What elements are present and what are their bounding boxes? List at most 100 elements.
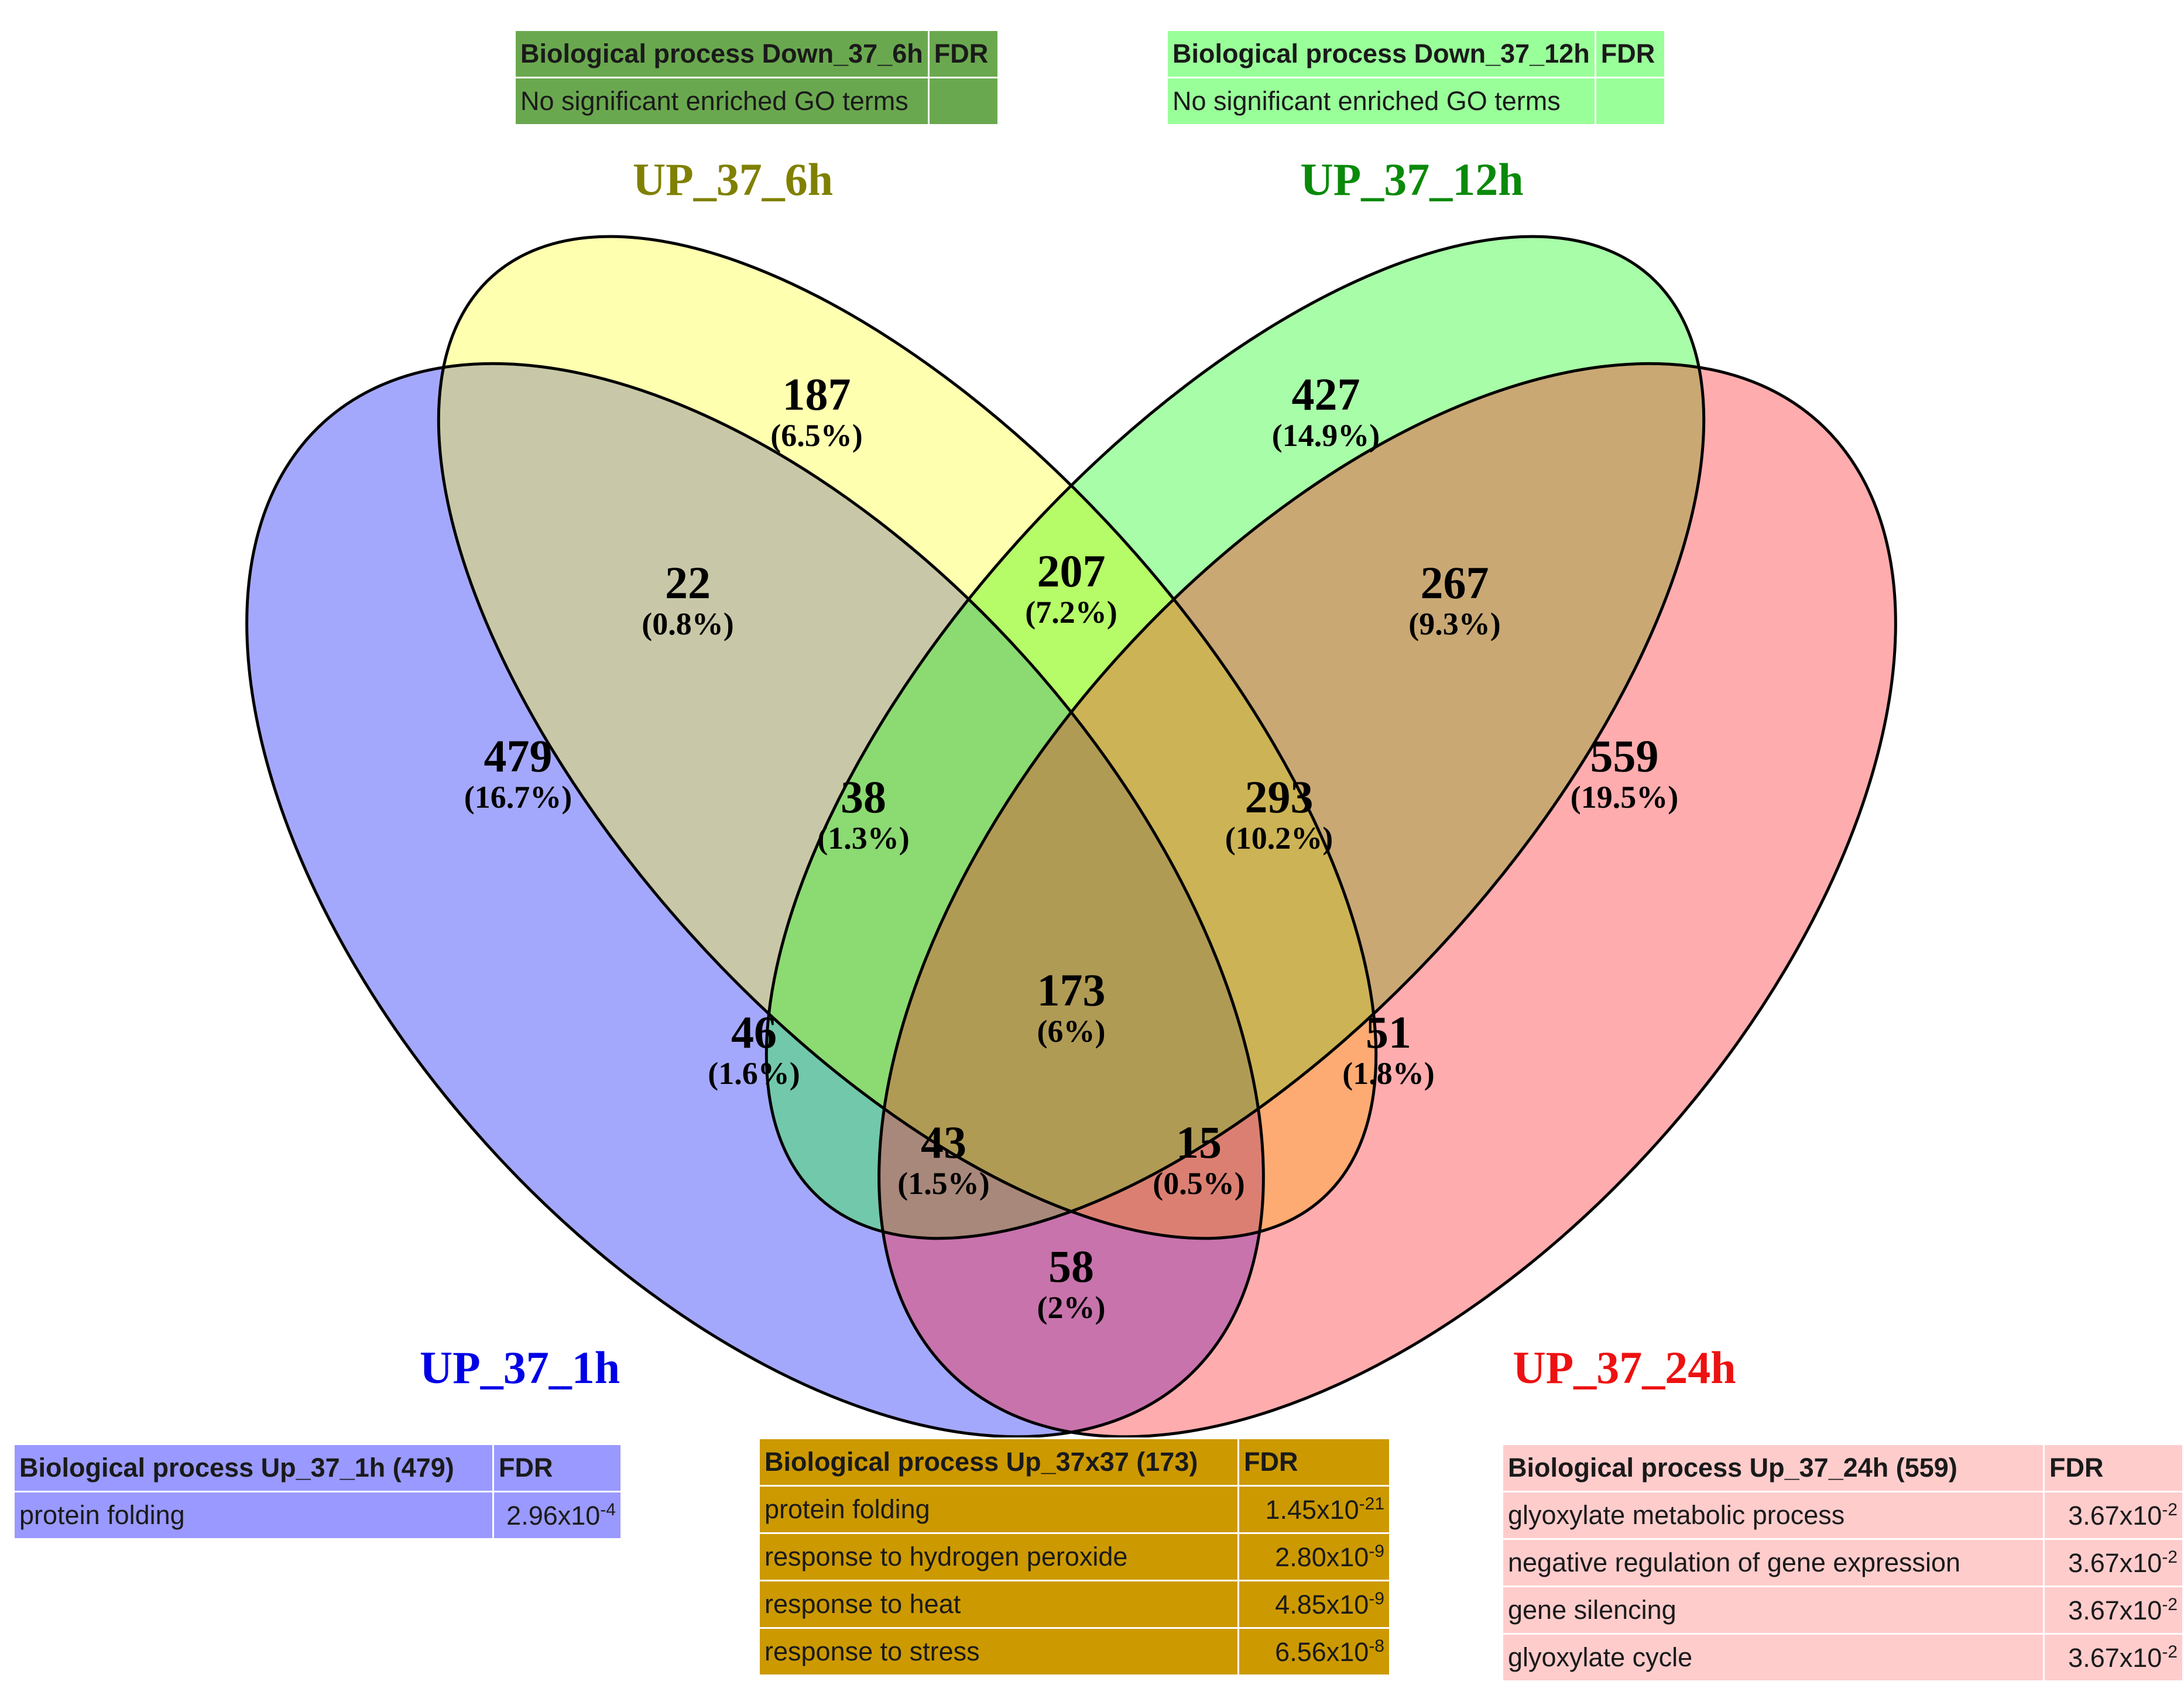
fdr-mantissa: 3.67x10 — [2068, 1547, 2162, 1578]
region-count-only-6h: 187 — [783, 369, 851, 420]
go-term: glyoxylate cycle — [1501, 1633, 2045, 1682]
fdr-value: 2.80x10-9 — [1237, 1532, 1391, 1581]
table-header-process: Biological process Up_37_1h (479) — [13, 1443, 494, 1492]
set-outlines — [245, 235, 1897, 1439]
table-header-row: Biological process Up_37_24h (559)FDR — [1501, 1443, 2184, 1492]
region-percent-1h-12h-24h: (1.5%) — [897, 1166, 989, 1201]
region-count-12h-24h: 267 — [1421, 557, 1489, 608]
go-term: No significant enriched GO terms — [1166, 77, 1596, 126]
go-term: glyoxylate metabolic process — [1501, 1491, 2045, 1540]
set-6h-outline — [437, 235, 1378, 1240]
go-term: protein folding — [758, 1485, 1239, 1534]
go-term: No significant enriched GO terms — [514, 77, 930, 126]
set-12h-outline — [764, 235, 1706, 1240]
fdr-mantissa: 3.67x10 — [2068, 1642, 2162, 1673]
table-header-fdr: FDR — [492, 1443, 622, 1492]
table-header-row: Biological process Up_37_1h (479)FDR — [13, 1443, 622, 1492]
region-percent-1h-6h-24h: (0.5%) — [1153, 1166, 1244, 1201]
region-percent-1h-24h: (2%) — [1037, 1290, 1106, 1325]
go-term: response to hydrogen peroxide — [758, 1532, 1239, 1581]
fdr-mantissa: 1.45x10 — [1265, 1494, 1359, 1525]
region-percent-1h-12h: (1.6%) — [708, 1056, 800, 1091]
region-count-6h-12h: 207 — [1037, 545, 1106, 596]
fdr-value: 2.96x10-4 — [492, 1491, 622, 1540]
table-header-process: Biological process Up_37_24h (559) — [1501, 1443, 2045, 1492]
region-percent-only-24h: (19.5%) — [1571, 780, 1678, 815]
region-count-1h-12h: 46 — [731, 1007, 777, 1058]
region-percent-6h-12h-24h: (10.2%) — [1225, 821, 1333, 856]
set-label-up-1h: UP_37_1h — [419, 1342, 620, 1393]
region-count-only-1h: 479 — [484, 730, 553, 781]
fdr-exponent: -4 — [600, 1499, 616, 1519]
table-row: No significant enriched GO terms — [1166, 77, 1666, 126]
fdr-exponent: -21 — [1359, 1494, 1384, 1514]
fdr-exponent: -9 — [1369, 1588, 1384, 1608]
fdr-mantissa: 3.67x10 — [2068, 1595, 2162, 1625]
fdr-value — [1594, 77, 1666, 126]
fdr-exponent: -2 — [2162, 1594, 2178, 1614]
fdr-mantissa: 4.85x10 — [1275, 1589, 1369, 1619]
region-percent-all-four: (6%) — [1037, 1014, 1106, 1049]
fdr-mantissa: 2.80x10 — [1275, 1542, 1369, 1572]
table-header-process: Biological process Down_37_12h — [1166, 29, 1596, 78]
fdr-exponent: -2 — [2162, 1547, 2178, 1567]
set-label-up-24h: UP_37_24h — [1513, 1342, 1736, 1393]
fdr-value: 3.67x10-2 — [2042, 1586, 2184, 1635]
fdr-exponent: -8 — [1369, 1636, 1384, 1656]
set-label-up-12h: UP_37_12h — [1300, 154, 1524, 205]
table-header-process: Biological process Up_37x37 (173) — [758, 1437, 1239, 1487]
region-percent-6h-1h: (0.8%) — [642, 606, 733, 641]
fdr-exponent: -2 — [2162, 1642, 2178, 1662]
set-label-up-6h: UP_37_6h — [632, 154, 834, 205]
go-term: gene silencing — [1501, 1586, 2045, 1635]
go-term: protein folding — [13, 1491, 494, 1540]
region-percent-only-1h: (16.7%) — [464, 780, 572, 815]
table-header-process: Biological process Down_37_6h — [514, 29, 930, 78]
fdr-value: 4.85x10-9 — [1237, 1580, 1391, 1629]
set-1h-outline — [245, 362, 1265, 1439]
fdr-value — [927, 77, 999, 126]
set-24h-outline — [877, 362, 1897, 1439]
region-percent-only-6h: (6.5%) — [770, 418, 862, 453]
region-count-all-four: 173 — [1037, 965, 1106, 1015]
region-percent-only-12h: (14.9%) — [1272, 418, 1380, 453]
table-header-row: Biological process Up_37x37 (173)FDR — [758, 1437, 1391, 1487]
region-count-only-12h: 427 — [1292, 369, 1360, 420]
go-term: negative regulation of gene expression — [1501, 1538, 2045, 1587]
region-count-6h-1h: 22 — [665, 557, 711, 608]
region-count-only-24h: 559 — [1590, 730, 1659, 781]
region-count-6h-24h: 51 — [1366, 1007, 1411, 1058]
region-labels: 187 (6.5%) 427 (14.9%) 22 (0.8%) 207 (7.… — [464, 369, 1678, 1325]
fdr-exponent: -2 — [2162, 1499, 2178, 1519]
region-count-1h-12h-24h: 43 — [921, 1117, 966, 1168]
fdr-mantissa: 6.56x10 — [1275, 1636, 1369, 1667]
fdr-value: 3.67x10-2 — [2042, 1538, 2184, 1587]
fdr-value: 3.67x10-2 — [2042, 1633, 2184, 1682]
fdr-value: 1.45x10-21 — [1237, 1485, 1391, 1534]
table-header-fdr: FDR — [1594, 29, 1666, 78]
table-header-fdr: FDR — [2042, 1443, 2184, 1492]
region-percent-6h-12h: (7.2%) — [1025, 595, 1117, 630]
go-term: response to stress — [758, 1627, 1239, 1676]
region-count-1h-6h-12h: 38 — [841, 771, 886, 822]
region-percent-6h-24h: (1.8%) — [1342, 1056, 1434, 1091]
table-header-fdr: FDR — [1237, 1437, 1391, 1487]
region-count-1h-24h: 58 — [1048, 1241, 1094, 1292]
region-count-1h-6h-24h: 15 — [1176, 1117, 1222, 1168]
fdr-value: 6.56x10-8 — [1237, 1627, 1391, 1676]
